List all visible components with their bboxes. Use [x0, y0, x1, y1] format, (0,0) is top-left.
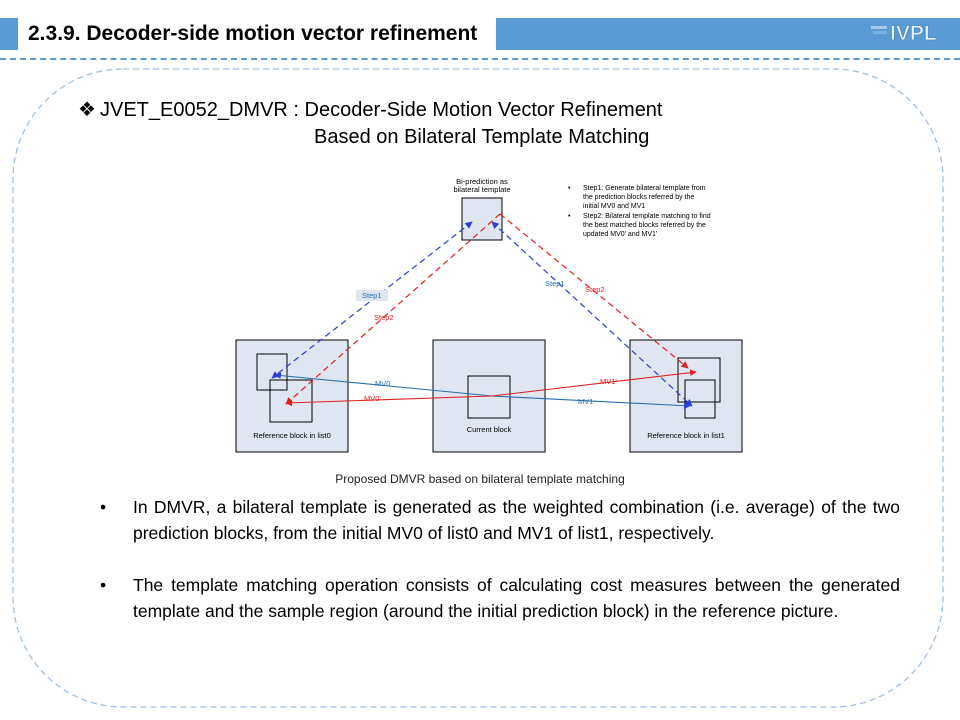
steps-list: • Step1: Generate bilateral template fro… [568, 185, 711, 238]
bilateral-template-block [461, 197, 503, 241]
step1-arrow-right [491, 221, 693, 407]
dmvr-diagram: Bi-prediction as bilateral template • St… [235, 177, 743, 453]
bullet-text-2: The template matching operation consists… [133, 575, 900, 621]
step2-label-left: Step2 [374, 313, 394, 322]
steps-bullet: • [568, 213, 571, 220]
mv1p-label: MV1' [600, 377, 617, 386]
headline-line1: JVET_E0052_DMVR : Decoder-Side Motion Ve… [100, 99, 663, 121]
header-title-box [18, 18, 498, 50]
content-frame [12, 68, 944, 708]
step1-label-bg-left [356, 290, 388, 301]
step2-arrow-right [499, 213, 689, 369]
bullet-points: • In DMVR, a bilateral template is genera… [100, 494, 900, 650]
mv1p-arrow [491, 369, 697, 397]
ref0-label: Reference block in list0 [253, 431, 331, 440]
mv0p-label: MV0' [364, 394, 381, 403]
template-label-line1: Bi-prediction as [456, 177, 508, 186]
step2-arrow-left [285, 213, 501, 405]
ivpl-logo: IVPL [871, 22, 937, 45]
logo-text: IVPL [890, 22, 937, 45]
bullet-dot-icon: • [100, 497, 107, 517]
ref1-label: Reference block in list1 [647, 431, 725, 440]
headline: ❖JVET_E0052_DMVR : Decoder-Side Motion V… [78, 97, 663, 122]
step1-arrow-left [271, 221, 473, 379]
step-text-4: Step2: Bilateral template matching to fi… [583, 213, 711, 220]
current-label: Current block [467, 425, 512, 434]
mv1-arrow [491, 395, 691, 409]
bullet-text-1: In DMVR, a bilateral template is generat… [133, 497, 900, 543]
template-label-line2: bilateral template [453, 185, 510, 194]
header-divider [0, 58, 960, 60]
mv0p-arrow [285, 395, 493, 407]
step1-label-right: Step1 [545, 279, 565, 288]
mv1-label: MV1 [578, 397, 593, 406]
step-text-2: the prediction blocks referred by the [583, 194, 694, 201]
mv0-label: MV0 [375, 379, 390, 388]
logo-mark-icon [871, 26, 887, 39]
steps-bullet: • [568, 185, 571, 192]
refined-block-list0 [269, 379, 313, 423]
step2-label-right: Step2 [585, 285, 605, 294]
bullet-point-1: • In DMVR, a bilateral template is genera… [100, 494, 900, 546]
step-text-5: the best matched blocks referred by the [583, 222, 706, 229]
figure-caption: Proposed DMVR based on bilateral templat… [335, 472, 625, 486]
bullet-dot-icon: • [100, 575, 107, 595]
mv0-arrow [274, 372, 493, 397]
step-text-6: updated MV0' and MV1' [583, 231, 657, 238]
slide-title: 2.3.9. Decoder-side motion vector refine… [28, 22, 478, 45]
step-text-3: initial MV0 and MV1 [583, 203, 645, 210]
four-diamond-bullet-icon: ❖ [78, 99, 96, 121]
bullet-point-2: • The template matching operation consist… [100, 572, 900, 624]
step1-label-left: Step1 [362, 291, 382, 300]
headline-line2: Based on Bilateral Template Matching [314, 126, 650, 148]
step-text-1: Step1: Generate bilateral template from [583, 185, 706, 192]
